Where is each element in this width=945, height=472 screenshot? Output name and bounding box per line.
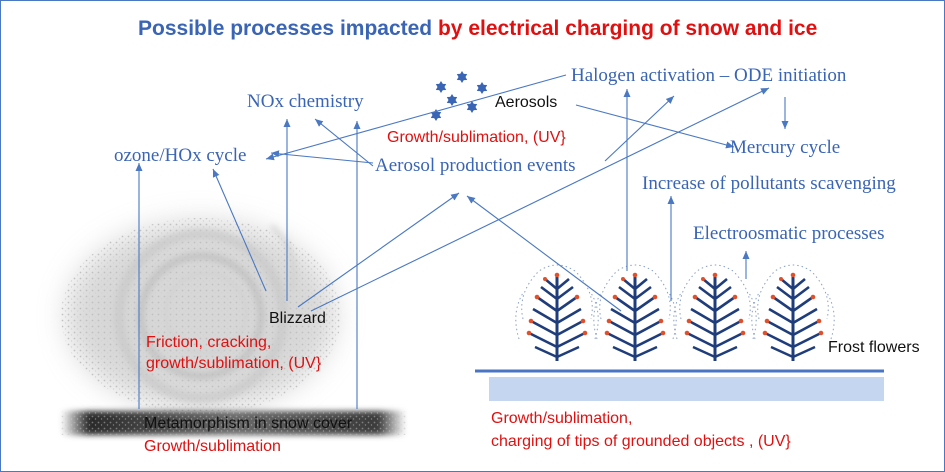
aerosol-particles-icon — [430, 71, 488, 121]
title-part-red: by electrical charging of snow and ice — [437, 17, 818, 40]
aerosols-growth-note: Growth/sublimation, (UV} — [387, 129, 566, 146]
frost-flowers-icon — [514, 263, 836, 363]
snow-cover-strip-icon — [61, 411, 406, 435]
snow-cover-note: Growth/sublimation — [144, 438, 281, 455]
electroosmatic-processes-label: Electroosmatic processes — [693, 223, 885, 244]
blizzard-swirl-icon — [61, 218, 341, 414]
halogen-activation-label: Halogen activation – ODE initiation — [571, 65, 847, 86]
ozone-hox-cycle-label: ozone/HOx cycle — [114, 145, 247, 166]
ice-layer-band — [489, 377, 884, 401]
title-part-blue: Possible processes impacted — [138, 17, 433, 40]
frost-flowers-note-line2: charging of tips of grounded objects , (… — [491, 433, 791, 450]
mercury-cycle-label: Mercury cycle — [730, 137, 841, 158]
frost-flowers-label: Frost flowers — [828, 339, 920, 356]
aerosols-label: Aerosols — [495, 94, 558, 111]
aerosol-production-events-label: Aerosol production events — [375, 155, 576, 176]
snow-cover-label: Metamorphism in snow cover — [144, 415, 353, 432]
diagram-title: Possible processes impacted by electrica… — [138, 17, 817, 41]
nox-chemistry-label: NOx chemistry — [247, 91, 364, 112]
pollutants-scavenging-label: Increase of pollutants scavenging — [642, 173, 896, 194]
blizzard-note-line2: growth/sublimation, (UV} — [146, 355, 322, 372]
blizzard-note-line1: Friction, cracking, — [146, 334, 272, 351]
process-arrows — [135, 74, 789, 409]
frost-flowers-note-line1: Growth/sublimation, — [491, 410, 633, 427]
blizzard-label: Blizzard — [269, 310, 326, 327]
